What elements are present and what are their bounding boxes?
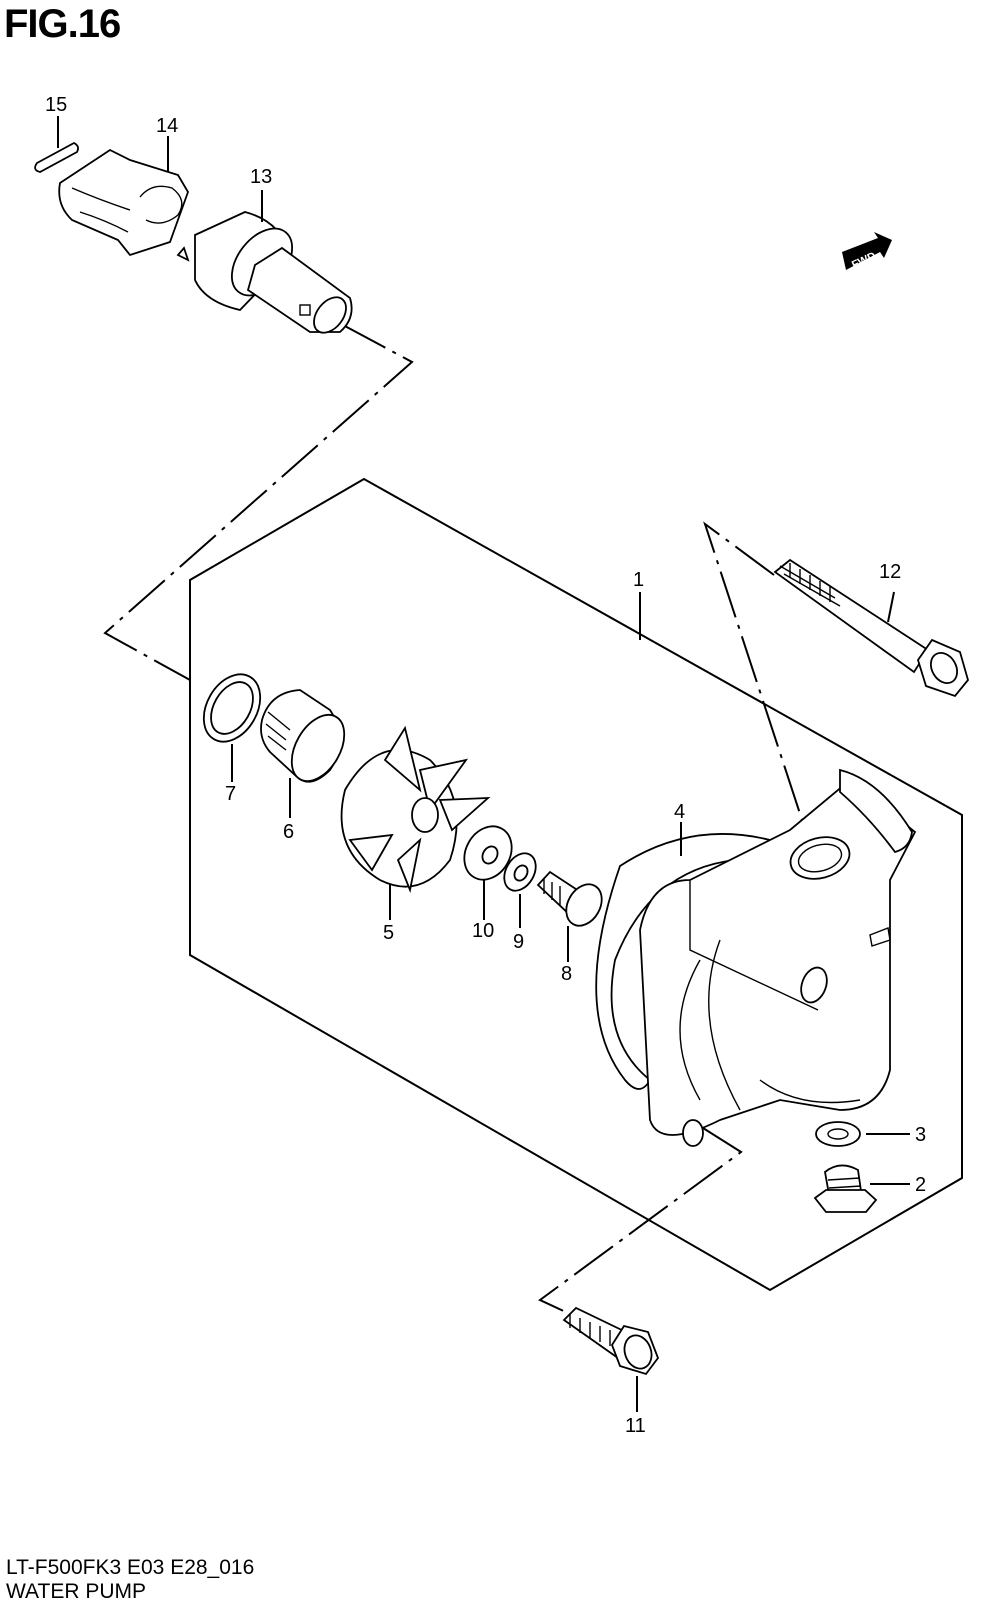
callout-7: 7 bbox=[225, 783, 236, 805]
callout-4: 4 bbox=[674, 801, 685, 823]
part-4-gasket bbox=[595, 833, 772, 1090]
part-6-mechanical-seal bbox=[260, 689, 346, 783]
part-14-coupling bbox=[58, 148, 189, 257]
part-3-washer bbox=[815, 1121, 861, 1147]
callout-5: 5 bbox=[383, 922, 394, 944]
part-5-impeller bbox=[340, 725, 491, 894]
section-name-label: WATER PUMP bbox=[6, 1580, 146, 1603]
callout-10: 10 bbox=[472, 920, 494, 942]
callout-9: 9 bbox=[513, 931, 524, 953]
callout-8: 8 bbox=[561, 963, 572, 985]
callout-3: 3 bbox=[915, 1124, 926, 1146]
callout-leader-lines bbox=[57, 116, 910, 1412]
part-8-impeller-bolt bbox=[536, 870, 603, 927]
callout-1: 1 bbox=[633, 569, 644, 591]
assembly-boundary-outline bbox=[189, 477, 963, 1292]
fwd-direction-badge: FWD bbox=[842, 232, 892, 272]
bolt-11-alignment-line bbox=[538, 1127, 743, 1321]
part-12-bolt bbox=[773, 558, 969, 698]
callout-numbers: 1 2 3 4 5 6 7 8 9 10 11 12 13 14 15 bbox=[45, 94, 926, 1437]
part-1-pump-body bbox=[639, 768, 917, 1147]
model-code-label: LT-F500FK3 E03 E28_016 bbox=[6, 1556, 255, 1579]
callout-11: 11 bbox=[625, 1415, 646, 1437]
callout-15: 15 bbox=[45, 94, 67, 116]
part-11-mounting-bolt bbox=[562, 1306, 660, 1376]
page-title: FIG.16 bbox=[4, 2, 121, 46]
callout-2: 2 bbox=[915, 1174, 926, 1196]
callout-6: 6 bbox=[283, 821, 294, 843]
callout-14: 14 bbox=[156, 115, 178, 137]
part-10-washer bbox=[463, 825, 513, 881]
callout-13: 13 bbox=[250, 166, 272, 188]
shaft-alignment-line bbox=[103, 324, 414, 681]
callout-12: 12 bbox=[879, 561, 901, 583]
part-13-shaft-bearing bbox=[176, 211, 353, 334]
part-2-drain-plug bbox=[813, 1164, 878, 1213]
part-9-washer bbox=[503, 852, 537, 892]
part-7-o-ring bbox=[202, 673, 262, 743]
part-15-pin bbox=[34, 141, 79, 173]
